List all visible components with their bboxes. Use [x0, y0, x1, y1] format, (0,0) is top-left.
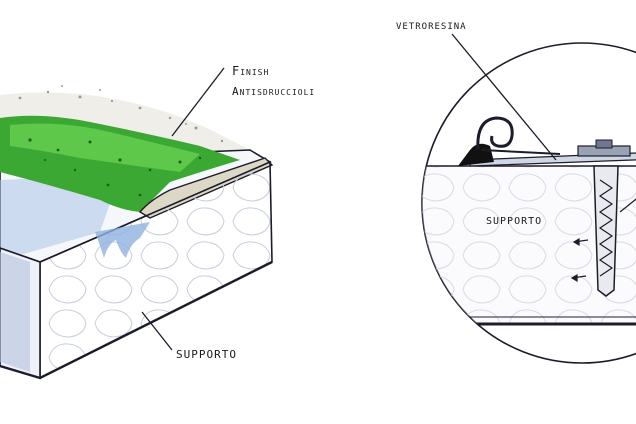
grass-dots	[28, 138, 202, 197]
label-vetroresina: vetroresina	[396, 22, 467, 32]
pressure-arrows	[570, 237, 589, 283]
label-finish-line1: Finish	[232, 64, 269, 78]
label-finish-line2: Antisdruccioli	[232, 85, 315, 98]
slab-section-left: Finish Antisdruccioli supporto	[0, 64, 315, 380]
label-supporto-right: supporto	[486, 216, 542, 227]
edge-drip	[95, 222, 150, 258]
slab-bottom-edge	[0, 260, 273, 380]
slab-end-shadow	[0, 252, 30, 372]
label-supporto-left: supporto	[176, 348, 237, 361]
anchor-plug	[593, 165, 619, 297]
leader-supporto-left	[141, 311, 173, 351]
leader-finish	[171, 67, 225, 137]
curl-profile	[476, 116, 514, 151]
grass-highlight	[10, 123, 200, 172]
detail-circle-right: vetroresina supporto	[396, 22, 636, 364]
leader-vetroresina	[451, 33, 557, 161]
